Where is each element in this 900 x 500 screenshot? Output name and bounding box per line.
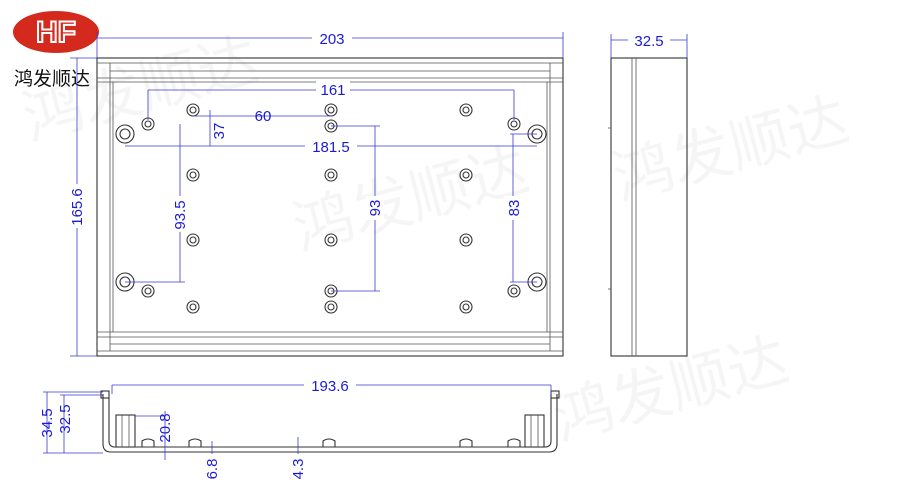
mounting-hole-inner	[144, 120, 152, 128]
svg-text:鸿发顺达: 鸿发顺达	[606, 85, 856, 215]
dim-profile-height-outer: 34.5	[39, 408, 56, 437]
top-view	[96, 57, 564, 357]
mounting-hole-inner	[462, 236, 470, 244]
standoff	[188, 438, 202, 447]
dim-hole-pitch-x: 60	[255, 108, 272, 125]
hf-logo: HF	[13, 11, 99, 53]
dim-side-depth: 32.5	[634, 33, 663, 50]
mounting-hole-inner	[189, 106, 197, 114]
mounting-hole	[459, 103, 473, 117]
mounting-hole	[324, 233, 338, 247]
dim-overall-length: 203	[319, 31, 344, 48]
mounting-hole	[324, 300, 338, 314]
mounting-hole-inner	[327, 171, 335, 179]
side-view: 32.5	[608, 31, 688, 357]
mounting-hole	[459, 233, 473, 247]
dim-profile-height-inner: 32.5	[57, 404, 74, 433]
mounting-hole-inner	[189, 236, 197, 244]
mounting-hole	[324, 168, 338, 182]
top-view-dimensions: 203 165.6 161 60 37 181.5 93.5 93 83	[66, 28, 564, 357]
standoff	[322, 438, 336, 447]
mounting-hole	[186, 233, 200, 247]
profile-view	[100, 390, 560, 453]
profile-dimensions: 193.6 34.5 32.5 20.8 6.8 4.3	[39, 376, 552, 480]
watermark: 鸿发顺达 鸿发顺达 鸿发顺达 鸿发顺达	[16, 25, 856, 455]
dim-hole-offset-y: 37	[211, 123, 228, 140]
dim-profile-length: 193.6	[311, 378, 349, 395]
mounting-hole-inner	[327, 106, 335, 114]
mounting-hole-large	[115, 124, 135, 144]
mounting-hole-inner	[327, 236, 335, 244]
standoff	[141, 438, 155, 447]
mounting-hole-inner	[510, 287, 518, 295]
dim-overall-width: 165.6	[69, 188, 86, 226]
mounting-hole	[186, 300, 200, 314]
dim-boss-height: 20.8	[157, 413, 174, 442]
dim-hole-span-x: 161	[320, 82, 345, 99]
mounting-hole	[459, 168, 473, 182]
dim-hole-span-y-left: 93.5	[172, 200, 189, 229]
mounting-hole-inner	[144, 287, 152, 295]
dim-standoff-height: 6.8	[204, 459, 221, 480]
mounting-hole	[459, 300, 473, 314]
mounting-hole-large-inner	[119, 128, 131, 140]
svg-text:鸿发顺达: 鸿发顺达	[546, 325, 796, 455]
mounting-hole-inner	[462, 303, 470, 311]
dim-mount-span-x: 181.5	[312, 139, 350, 156]
mounting-hole-inner	[462, 171, 470, 179]
dim-hole-span-y-center: 93	[367, 200, 384, 217]
mounting-hole	[324, 103, 338, 117]
standoff	[507, 438, 521, 447]
standoff	[459, 438, 473, 447]
company-name: 鸿发顺达	[14, 68, 91, 90]
mounting-hole-inner	[189, 171, 197, 179]
dim-hole-span-y-right: 83	[506, 200, 523, 217]
mounting-hole	[186, 168, 200, 182]
dim-base-thickness: 4.3	[290, 459, 307, 480]
mounting-hole-inner	[189, 303, 197, 311]
mounting-hole-inner	[462, 106, 470, 114]
mounting-hole-inner	[510, 120, 518, 128]
mounting-hole	[141, 284, 155, 298]
mounting-hole-inner	[327, 303, 335, 311]
mounting-hole	[507, 284, 521, 298]
svg-text:HF: HF	[36, 16, 76, 49]
